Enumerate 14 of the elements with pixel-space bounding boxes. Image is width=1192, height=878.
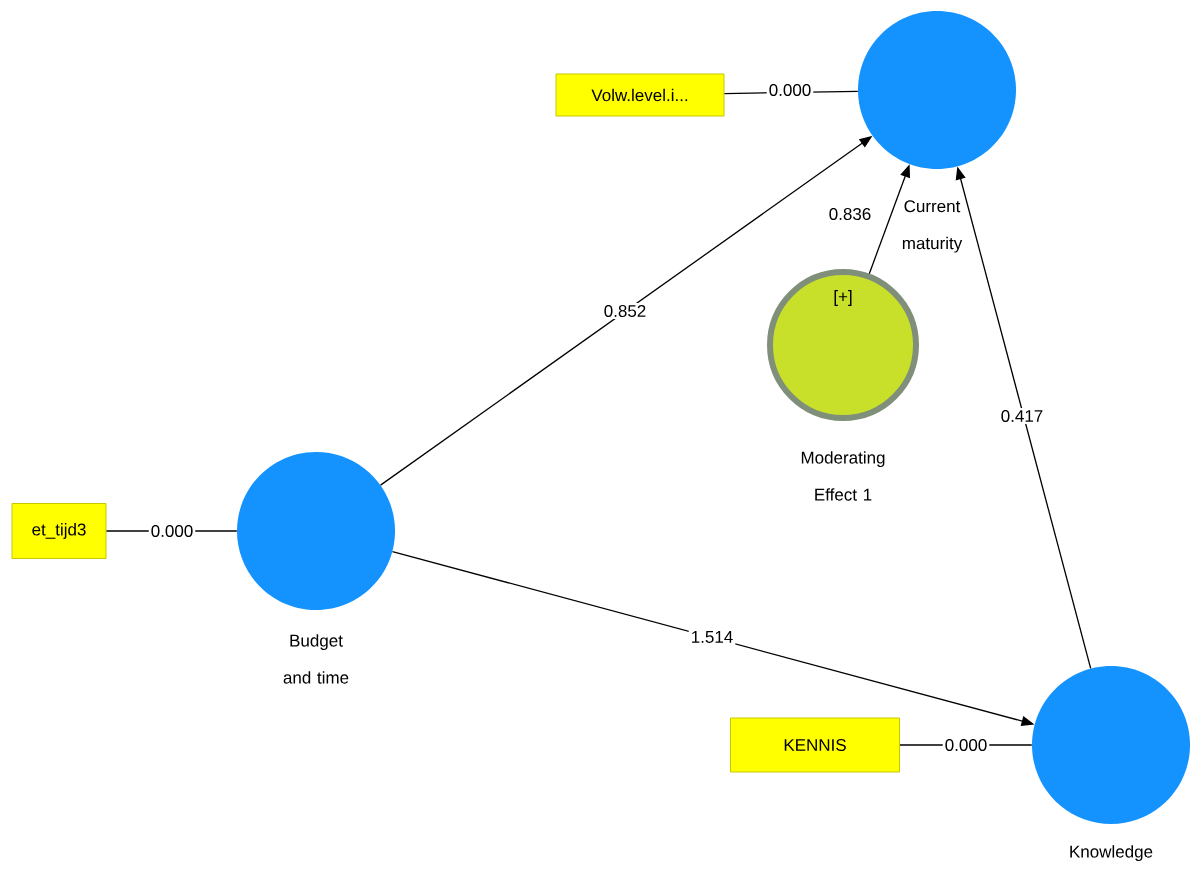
- edge-label: 0.852: [601, 303, 649, 319]
- edge-label: 0.000: [766, 82, 814, 98]
- node-label: Moderating Effect 1: [801, 451, 885, 501]
- node-label: Knowledge: [1070, 845, 1153, 862]
- edge-label: 0.417: [998, 408, 1046, 424]
- edge-label: 0.836: [826, 206, 874, 222]
- node-label: Current maturity: [902, 200, 963, 253]
- node-label: Budget and time: [283, 634, 349, 684]
- indicator-box: et_tijd3: [11, 503, 107, 559]
- indicator-box: Volw.level.i...: [555, 73, 725, 117]
- edge-label: 0.000: [148, 523, 196, 539]
- edge-label: 0.000: [942, 737, 990, 753]
- edge-label: 1.514: [688, 629, 736, 645]
- indicator-box: KENNIS: [730, 717, 900, 773]
